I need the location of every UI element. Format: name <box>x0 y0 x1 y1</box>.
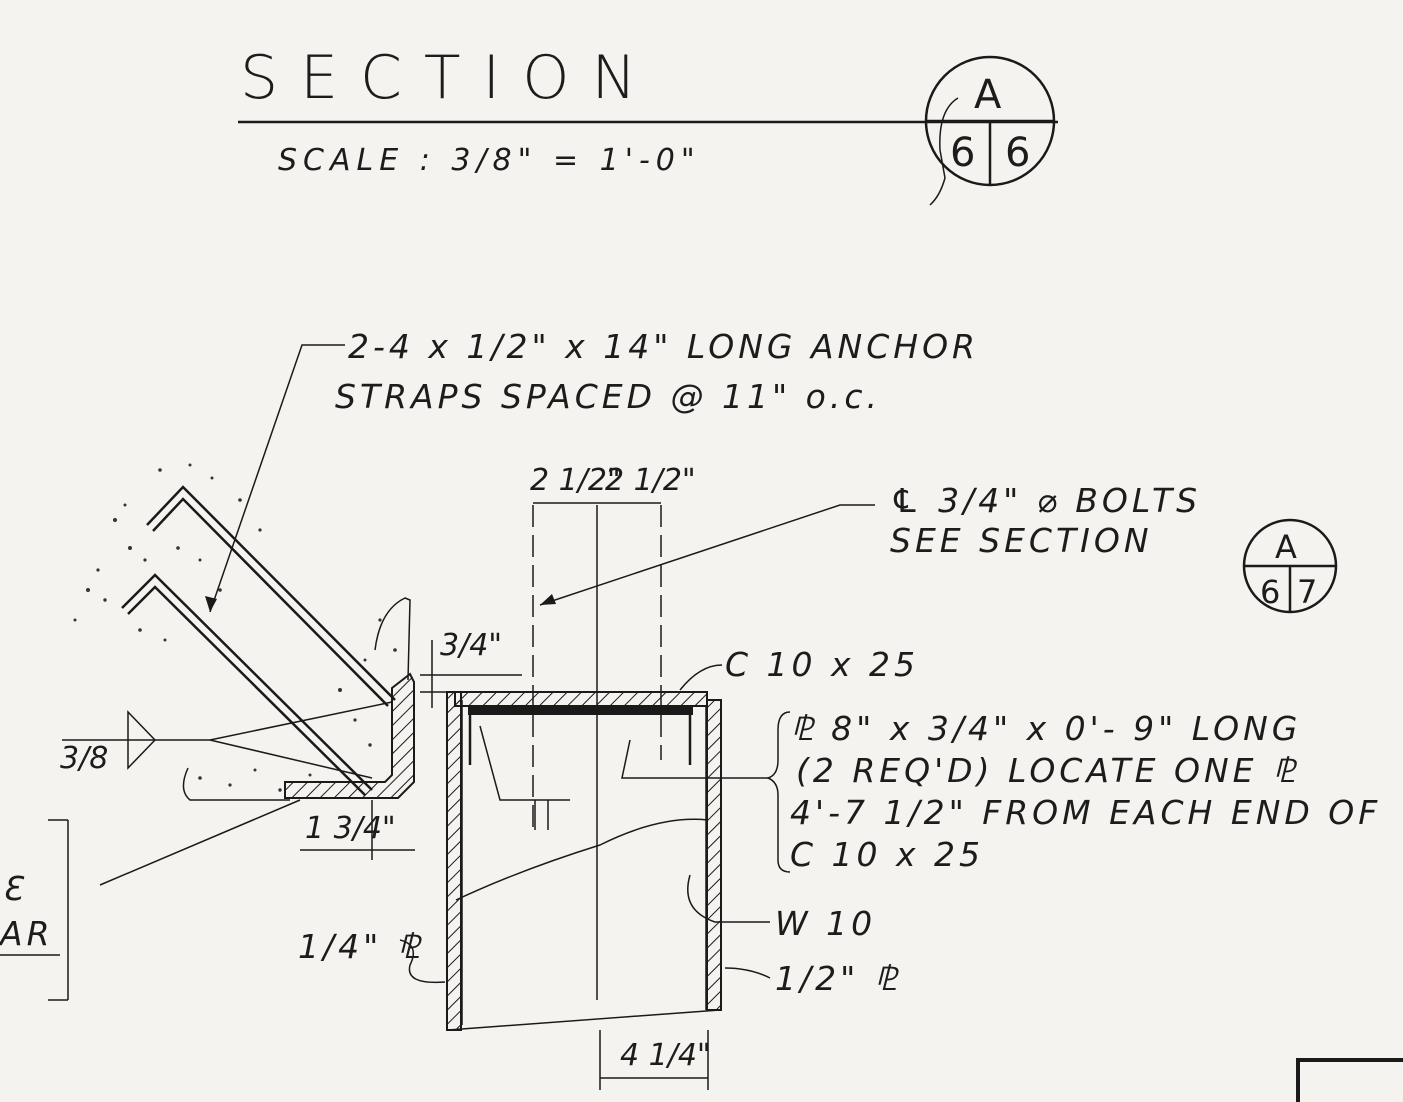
strap-upper-inner <box>152 497 389 707</box>
ref-bubble-letter: A <box>1275 528 1297 566</box>
title-block-corner <box>1296 1058 1403 1102</box>
channel-leader <box>679 664 723 691</box>
weld-symbol: 3/8 <box>60 701 393 779</box>
section-bubble-ref: A 6 7 <box>1242 518 1338 614</box>
section-title: SECTION <box>240 43 658 113</box>
channel-note: C 10 x 25 <box>679 645 919 691</box>
anchor-strap-note: 2-4 x 1/2" x 14" LONG ANCHOR STRAPS SPAC… <box>205 327 979 613</box>
channel-label: C 10 x 25 <box>725 645 919 684</box>
plate-note: ⅊ 8" x 3/4" x 0'- 9" LONG (2 REQ'D) LOCA… <box>621 709 1381 874</box>
dim-angle-leg: 3/4" <box>420 628 522 708</box>
margin-leader <box>99 799 301 886</box>
weld-fillet-triangle <box>127 710 157 770</box>
quarter-plate-left <box>446 691 462 1031</box>
strap-lower-outer <box>121 573 373 791</box>
plate-note-line3: 4'-7 1/2" FROM EACH END OF <box>790 793 1381 832</box>
beam-label: W 10 <box>775 904 876 943</box>
bubble-leader <box>929 97 959 206</box>
dim-angle-leg-label: 3/4" <box>440 628 502 663</box>
bolts-note-line2: SEE SECTION <box>890 521 1153 560</box>
margin-note-top: Ɛ <box>2 869 26 908</box>
section-bubble-main: A 6 6 <box>924 55 1056 206</box>
plate-note-line4: C 10 x 25 <box>790 835 984 874</box>
margin-note: Ɛ AR <box>0 799 301 1001</box>
plate-note-brace <box>765 711 791 873</box>
plate-note-line1: ⅊ 8" x 3/4" x 0'- 9" LONG <box>790 709 1301 748</box>
bolt-centerlines: 2 1/2" 2 1/2" <box>530 463 696 1000</box>
half-plate-right <box>706 699 722 1011</box>
bubble-sheet-right: 6 <box>1005 130 1030 176</box>
anchor-straps <box>121 485 396 796</box>
dim-bolt-right: 2 1/2" <box>605 463 696 498</box>
margin-note-bottom: AR <box>0 914 54 953</box>
weld-size-label: 3/8 <box>60 741 108 776</box>
member-labels: W 10 1/2" ⅊ 1/4" ⅊ <box>298 874 900 998</box>
dim-bottom: 4 1/4" <box>599 1030 711 1090</box>
ref-bubble-left: 6 <box>1260 573 1280 611</box>
strap-lower-inner <box>127 585 366 796</box>
bolts-note-line1: ℄ 3/4" ⌀ BOLTS <box>890 481 1201 520</box>
beam-leader <box>687 874 770 923</box>
concrete-edge-upper <box>374 597 411 681</box>
dim-bottom-width-label: 4 1/4" <box>620 1038 711 1073</box>
anchor-note-line2: STRAPS SPACED @ 11" o.c. <box>335 377 881 416</box>
anchor-arrowhead <box>205 596 217 612</box>
scale-label: SCALE : 3/8" = 1'-0" <box>278 143 701 178</box>
half-plate-label: 1/2" ⅊ <box>775 959 900 998</box>
break-line <box>447 1009 721 1031</box>
anchor-leader <box>209 344 345 613</box>
bubble-sheet-left: 6 <box>950 130 975 176</box>
concrete-fill <box>73 463 397 792</box>
concrete-edge-lower <box>182 767 290 801</box>
bolts-arrowhead <box>540 594 556 605</box>
plate-leader-left <box>479 725 570 801</box>
bolts-note: ℄ 3/4" ⌀ BOLTS SEE SECTION <box>539 481 1201 606</box>
edge-angle <box>284 672 415 799</box>
bolts-leader <box>539 504 875 606</box>
beam-leader-curve <box>455 818 709 901</box>
plate-note-line2: (2 REQ'D) LOCATE ONE ⅊ <box>796 751 1299 790</box>
anchor-note-line1: 2-4 x 1/2" x 14" LONG ANCHOR <box>348 327 979 366</box>
strap-upper-outer <box>146 485 396 701</box>
dim-angle-offset: 1 3/4" <box>300 800 415 860</box>
column-section <box>446 691 722 1031</box>
top-bearing-plate <box>468 705 693 715</box>
half-plate-leader <box>724 967 771 979</box>
quarter-plate-leader <box>399 939 446 984</box>
ref-bubble-right: 7 <box>1297 573 1317 611</box>
channel-top-flange <box>454 691 708 707</box>
weld-arrow-lower <box>209 739 373 779</box>
dim-bolt-left: 2 1/2" <box>530 463 621 498</box>
title-block: SECTION SCALE : 3/8" = 1'-0" <box>238 43 1058 178</box>
plate-note-leader <box>621 739 768 779</box>
weld-arrow-upper <box>209 701 393 741</box>
dim-angle-offset-label: 1 3/4" <box>305 811 396 846</box>
bubble-letter: A <box>974 72 1002 118</box>
quarter-plate-label: 1/4" ⅊ <box>298 927 423 966</box>
